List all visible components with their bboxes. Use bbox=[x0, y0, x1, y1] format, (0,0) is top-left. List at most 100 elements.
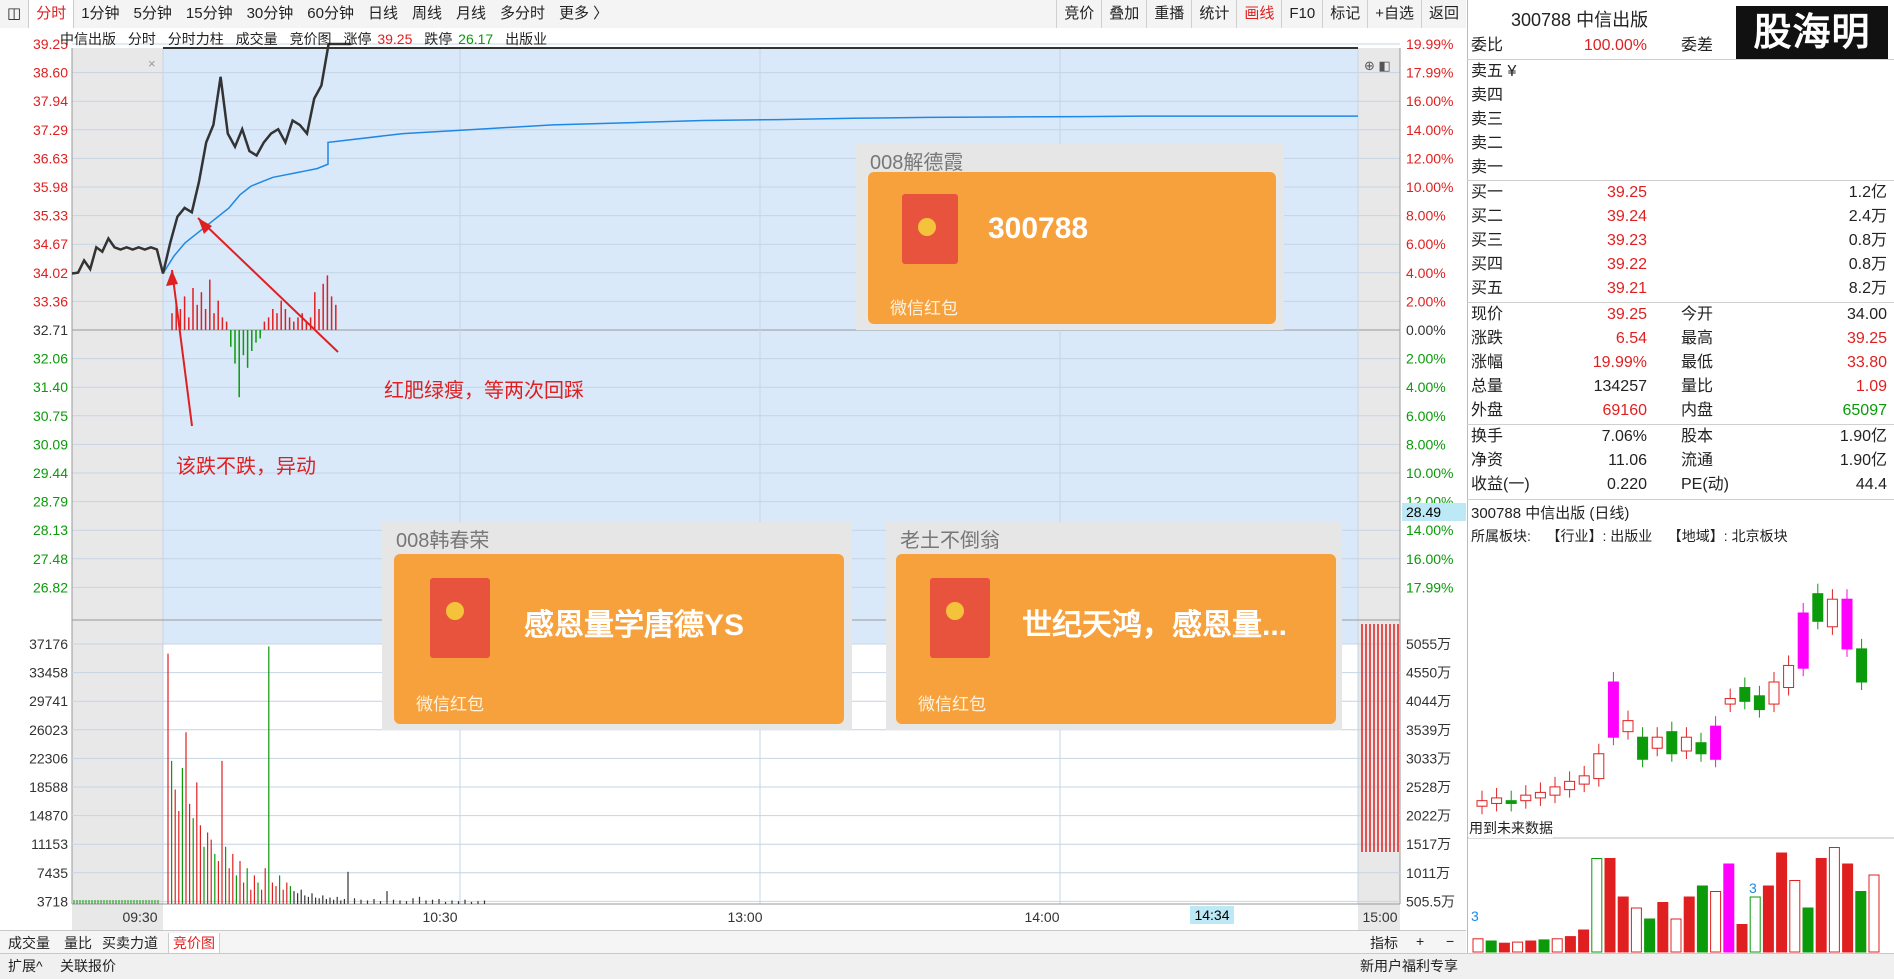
related-quote-button[interactable]: 关联报价 bbox=[60, 958, 116, 974]
zoom-out-button[interactable]: − bbox=[1446, 933, 1455, 949]
red-packet-popup-1[interactable]: 008解德霞 300788 微信红包 bbox=[856, 144, 1284, 330]
sell-label: 卖五 ¥ bbox=[1471, 63, 1517, 80]
red-packet-card[interactable]: 感恩量学唐德YS 微信红包 bbox=[394, 554, 844, 724]
vol-tick-label: 11153 bbox=[31, 836, 68, 852]
y-tick-label: 33.36 bbox=[33, 293, 68, 309]
close-icon[interactable]: × bbox=[148, 56, 156, 71]
stats-button[interactable]: 统计 bbox=[1191, 0, 1236, 28]
tab-volume[interactable]: 成交量 bbox=[8, 935, 50, 951]
sell-label: 卖一 bbox=[1471, 159, 1504, 176]
overlay-button[interactable]: 叠加 bbox=[1101, 0, 1146, 28]
daily-kline-chart[interactable] bbox=[1467, 540, 1894, 960]
y-tick-label: 34.67 bbox=[33, 236, 68, 252]
vol-label-2: 3 bbox=[1749, 880, 1757, 896]
y-tick-label: 39.25 bbox=[33, 36, 68, 52]
quote-value-2: 1.09 bbox=[1855, 378, 1887, 395]
legend-auction[interactable]: 竞价图 bbox=[289, 31, 332, 47]
daily-volume-bars bbox=[1472, 847, 1880, 953]
candle-body bbox=[1841, 598, 1853, 650]
auction-bg bbox=[72, 48, 163, 644]
quote-label: 涨跌 bbox=[1471, 330, 1504, 347]
cursor-price-box bbox=[1402, 503, 1466, 521]
candle-body bbox=[1680, 736, 1692, 752]
layout-toggle-icon[interactable]: ◫ bbox=[7, 5, 22, 22]
draw-line-button[interactable]: 画线 bbox=[1236, 0, 1281, 28]
tab-fenshi[interactable]: 分时 bbox=[28, 0, 75, 28]
expand-button[interactable]: 扩展^ bbox=[8, 958, 43, 974]
daily-volume-bar bbox=[1644, 918, 1656, 953]
auction-vol-bg bbox=[72, 620, 163, 930]
red-packet-popup-2[interactable]: 008韩春荣 感恩量学唐德YS 微信红包 bbox=[382, 522, 852, 730]
tab-5min[interactable]: 5分钟 bbox=[133, 5, 172, 22]
candle-body bbox=[1607, 681, 1619, 738]
daily-volume-bar bbox=[1657, 902, 1669, 953]
stock-name: 中信出版 bbox=[60, 31, 116, 47]
y-tick-label-pct: 14.00% bbox=[1406, 122, 1453, 138]
tab-buy-sell-force[interactable]: 买卖力道 bbox=[102, 935, 158, 951]
daily-volume-bar bbox=[1815, 858, 1827, 953]
y-tick-label: 30.09 bbox=[33, 436, 68, 452]
limit-down-value: 26.17 bbox=[458, 31, 494, 47]
stat-value-2: 44.4 bbox=[1855, 476, 1887, 493]
auction-button[interactable]: 竞价 bbox=[1056, 0, 1101, 28]
tab-volume-ratio[interactable]: 量比 bbox=[64, 935, 92, 951]
quote-label-2: 今开 bbox=[1681, 306, 1714, 323]
zoom-in-button[interactable]: + bbox=[1416, 933, 1425, 949]
candle-body bbox=[1578, 775, 1590, 785]
stat-label: 换手 bbox=[1471, 428, 1504, 445]
legend-volume[interactable]: 成交量 bbox=[235, 31, 278, 47]
tab-monthly[interactable]: 月线 bbox=[455, 5, 486, 22]
vol-tick-label: 3718 bbox=[37, 893, 68, 909]
daily-volume-bar bbox=[1564, 936, 1576, 953]
tab-multi[interactable]: 多分时 bbox=[500, 5, 546, 22]
red-packet-popup-3[interactable]: 老土不倒翁 世纪天鸿，感恩量... 微信红包 bbox=[886, 522, 1342, 730]
tab-auction-chart[interactable]: 竞价图 bbox=[168, 933, 220, 954]
tab-weekly[interactable]: 周线 bbox=[411, 5, 442, 22]
toolbar-right: 竞价 叠加 重播 统计 画线 F10 标记 +自选 返回 bbox=[1056, 0, 1466, 28]
red-packet-message: 300788 bbox=[988, 212, 1089, 245]
buy-price: 39.23 bbox=[1606, 232, 1647, 249]
vol-tick-label-right: 505.5万 bbox=[1406, 893, 1455, 909]
envelope-icon bbox=[430, 578, 490, 658]
f10-button[interactable]: F10 bbox=[1281, 0, 1322, 28]
divider bbox=[1467, 499, 1894, 500]
daily-volume-bar bbox=[1512, 941, 1524, 953]
replay-button[interactable]: 重播 bbox=[1146, 0, 1191, 28]
promo-link[interactable]: 新用户福利专享 bbox=[1360, 958, 1458, 974]
candles bbox=[1476, 583, 1868, 815]
daily-volume-bar bbox=[1736, 924, 1748, 953]
indicator-button[interactable]: 指标 bbox=[1370, 935, 1398, 951]
y-tick-label-pct: 6.00% bbox=[1406, 236, 1446, 252]
back-button[interactable]: 返回 bbox=[1420, 0, 1466, 28]
force-bars bbox=[171, 275, 337, 398]
tab-30min[interactable]: 30分钟 bbox=[246, 5, 294, 22]
zoom-icon[interactable]: ⊕ ◧ bbox=[1364, 58, 1391, 73]
candle-body bbox=[1476, 800, 1488, 807]
daily-volume-bar bbox=[1617, 896, 1629, 953]
red-packet-card[interactable]: 300788 微信红包 bbox=[868, 172, 1276, 324]
tab-daily[interactable]: 日线 bbox=[367, 5, 398, 22]
buy-label: 买四 bbox=[1471, 256, 1504, 273]
add-watchlist-button[interactable]: +自选 bbox=[1367, 0, 1421, 28]
buy-volume: 0.8万 bbox=[1848, 232, 1887, 249]
mark-button[interactable]: 标记 bbox=[1322, 0, 1367, 28]
daily-volume-bar bbox=[1630, 907, 1642, 953]
daily-volume-bar bbox=[1802, 907, 1814, 953]
tab-1min[interactable]: 1分钟 bbox=[81, 5, 120, 22]
stat-value: 11.06 bbox=[1608, 452, 1647, 469]
vol-tick-label-right: 3033万 bbox=[1406, 750, 1451, 766]
buy-volume: 8.2万 bbox=[1848, 280, 1887, 297]
tab-15min[interactable]: 15分钟 bbox=[185, 5, 233, 22]
chart-info-line: 中信出版 分时 分时力柱 成交量 竞价图 涨停 39.25 跌停 26.17 出… bbox=[60, 28, 555, 50]
vol-tick-label: 29741 bbox=[29, 693, 68, 709]
time-tick-label: 13:00 bbox=[727, 909, 762, 925]
tab-60min[interactable]: 60分钟 bbox=[307, 5, 354, 22]
red-packet-card[interactable]: 世纪天鸿，感恩量... 微信红包 bbox=[896, 554, 1336, 724]
legend-fenshi[interactable]: 分时 bbox=[127, 31, 156, 47]
tab-more[interactable]: 更多 〉 bbox=[559, 5, 609, 22]
legend-force[interactable]: 分时力柱 bbox=[167, 31, 224, 47]
